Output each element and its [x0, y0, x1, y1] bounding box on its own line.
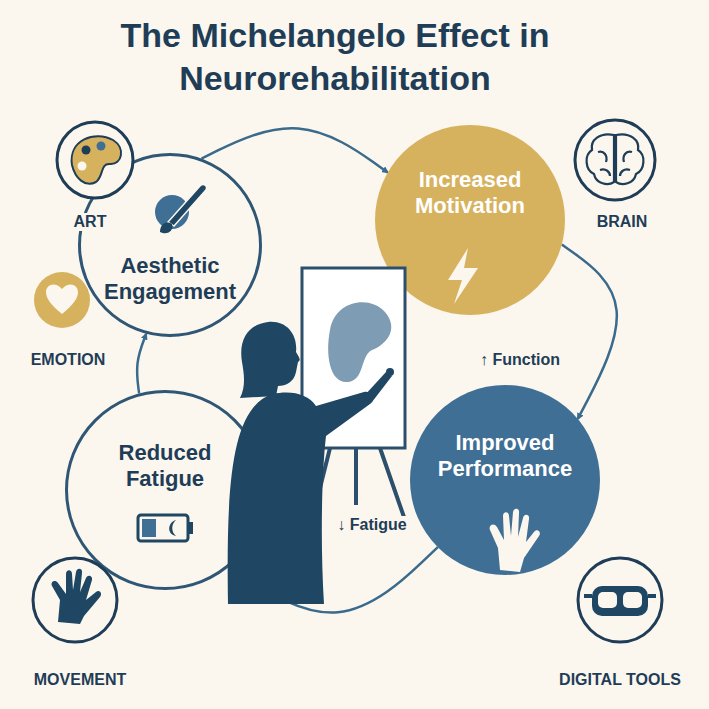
- circle-fill: [67, 392, 264, 589]
- circle-fill: [80, 155, 261, 336]
- diagram-title: The Michelangelo Effect in Neurorehabili…: [55, 14, 615, 99]
- circle-outline: [78, 153, 262, 337]
- aesthetic-circle: Aesthetic Engagement: [78, 153, 262, 337]
- performance-circle: Improved Performance: [410, 385, 600, 575]
- cycle-arrow: [201, 128, 387, 172]
- node-label: Improved Performance: [430, 430, 580, 483]
- person-silhouette: [228, 322, 394, 604]
- art-icon: [57, 122, 133, 198]
- circle-fill: [410, 385, 600, 575]
- icon-label: BRAIN: [594, 213, 651, 231]
- brain-icon: [575, 120, 655, 200]
- icon-label: DIGITAL TOOLS: [556, 671, 684, 689]
- icon-label: ↑ Function: [477, 351, 563, 369]
- circle-outline: [375, 125, 565, 315]
- node-label: Reduced Fatigue: [90, 440, 240, 493]
- icon-label: ↓ Fatigue: [334, 516, 409, 534]
- icon-label: ART: [71, 213, 110, 231]
- hand-icon: [490, 509, 540, 572]
- node-label: Aesthetic Engagement: [95, 253, 245, 306]
- motivation-circle: Increased Motivation: [375, 125, 565, 315]
- icon-label: MOVEMENT: [31, 671, 129, 689]
- vr-headset-icon: [578, 558, 662, 642]
- cycle-arrow: [229, 547, 438, 612]
- brush-icon: [155, 185, 206, 234]
- circle-fill: [375, 125, 565, 315]
- node-label: Increased Motivation: [395, 167, 545, 220]
- fatigue-circle: Reduced Fatigue: [65, 390, 265, 590]
- movement-icon: [33, 558, 117, 642]
- easel-figure: [302, 268, 405, 520]
- battery-icon: [138, 515, 193, 541]
- icon-label: EMOTION: [28, 351, 109, 369]
- cycle-arrow: [137, 334, 146, 394]
- lightning-icon: [448, 248, 478, 304]
- cycle-arrow: [562, 245, 617, 419]
- emotion-icon: [34, 272, 90, 328]
